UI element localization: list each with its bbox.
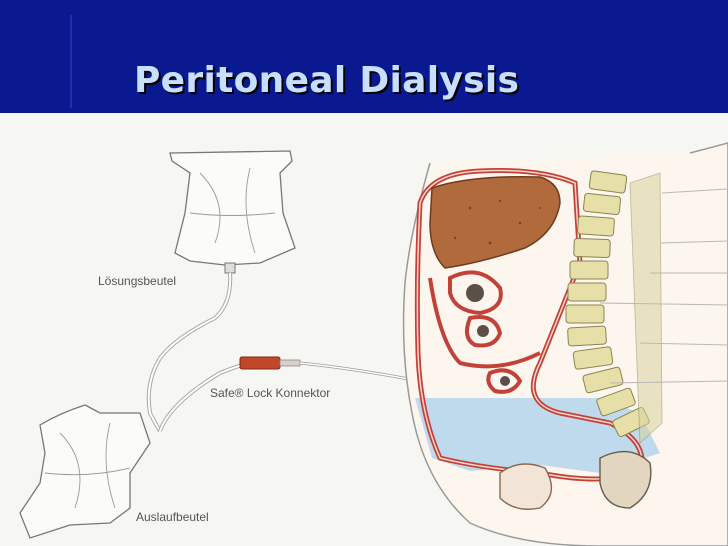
liver	[429, 176, 561, 269]
header-divider	[70, 15, 72, 108]
body-cross-section	[402, 142, 728, 546]
slide-title: Peritoneal Dialysis	[134, 60, 520, 101]
solution-bag	[169, 150, 296, 274]
inflow-tube	[146, 272, 233, 433]
connector-label: Safe® Lock Konnektor	[210, 386, 330, 400]
slide-header: Peritoneal Dialysis	[0, 0, 728, 113]
solution-bag-label: Lösungsbeutel	[98, 274, 176, 288]
drain-bag	[19, 404, 151, 539]
peritoneal-dialysis-diagram: Lösungsbeutel Auslaufbeutel Safe® Lock K…	[19, 142, 728, 546]
spine	[565, 170, 650, 438]
diagram-panel: Lösungsbeutel Auslaufbeutel Safe® Lock K…	[0, 113, 728, 546]
peritoneal-fluid	[415, 398, 660, 473]
drain-bag-label: Auslaufbeutel	[136, 510, 209, 524]
safe-lock-connector	[239, 356, 301, 370]
